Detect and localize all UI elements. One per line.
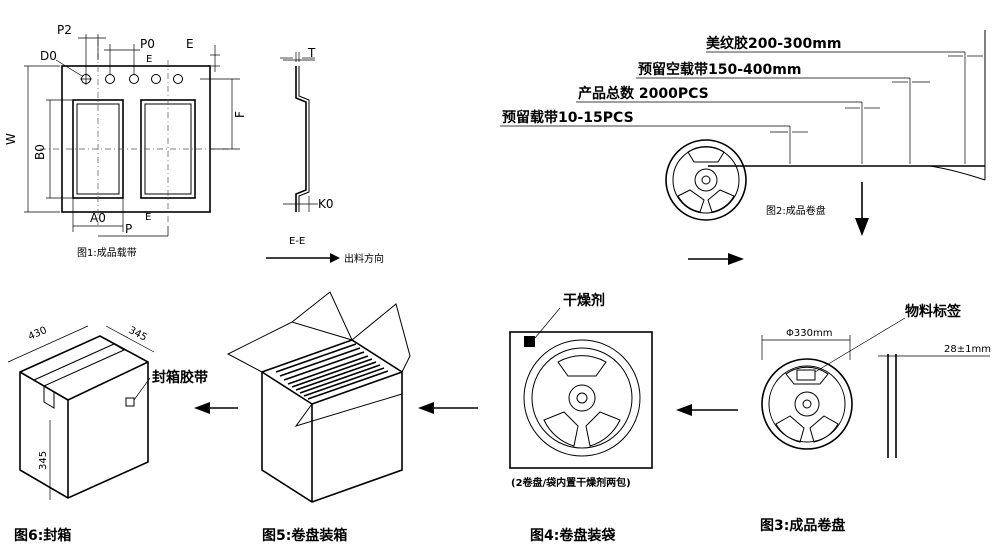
fig3-caption: 图3:成品卷盘 xyxy=(760,517,845,534)
label-leader-tape: 美纹胶200-300mm xyxy=(706,35,841,52)
label-dim-430: 430 xyxy=(27,325,49,343)
left-arrow-icon-2 xyxy=(418,402,434,414)
fig6-caption: 图6:封箱 xyxy=(14,527,71,544)
sprocket-hole xyxy=(151,74,161,84)
fig5-caption: 图5:卷盘装箱 xyxy=(262,527,347,544)
stacked-reels xyxy=(275,343,389,400)
label-sealing-tape: 封箱胶带 xyxy=(152,369,208,386)
reel-outer-3 xyxy=(761,358,853,450)
sealing-tape xyxy=(32,343,126,387)
tape-outline xyxy=(61,65,211,213)
label-p: P xyxy=(125,222,132,236)
section-view: T K0 E-E 出料方向 xyxy=(266,46,384,265)
material-label xyxy=(796,369,816,381)
feed-direction-arrow-icon xyxy=(330,253,340,263)
label-p2: P2 xyxy=(57,23,72,37)
down-arrow-icon xyxy=(855,218,869,236)
bag-outline xyxy=(509,331,653,469)
label-d0: D0 xyxy=(40,49,57,63)
label-f: F xyxy=(233,111,247,118)
section-profile xyxy=(295,66,307,212)
reel-outer xyxy=(665,139,747,221)
fig5-box: 图5:卷盘装箱 xyxy=(194,291,411,544)
fig2-reel-leader: 美纹胶200-300mm 预留空载带150-400mm 产品总数 2000PCS… xyxy=(500,30,986,265)
label-e-top: E xyxy=(186,37,194,51)
label-bag-note: (2卷盘/袋内置干燥剂两包) xyxy=(511,476,631,489)
bag-reel-outer xyxy=(523,339,641,457)
sprocket-hole xyxy=(105,74,115,84)
label-w: W xyxy=(4,133,18,145)
fig6-sealed-box: 封箱胶带 430 345 345 图6:封箱 xyxy=(7,325,208,544)
fig1-carrier-tape: P2 P0 E E D0 W B0 F A0 P E 图1:成品载带 xyxy=(4,23,247,259)
right-arrow-icon xyxy=(728,253,744,265)
label-e-side: E xyxy=(146,54,152,65)
fig4-bag: 干燥剂 (2卷盘/袋内置干燥剂两包) 图4:卷盘装袋 xyxy=(418,292,653,544)
label-t: T xyxy=(307,46,316,60)
label-total: 产品总数 2000PCS xyxy=(578,85,709,102)
left-arrow-icon-3 xyxy=(194,402,210,414)
label-p0: P0 xyxy=(140,37,155,51)
label-trailer-tape: 预留空载带150-400mm xyxy=(638,61,801,78)
label-b0: B0 xyxy=(33,144,47,160)
label-a0: A0 xyxy=(90,211,106,225)
fig3-reel-label: Φ330mm 物料标签 28±1mm 图3:成品卷盘 xyxy=(676,303,991,534)
fig2-caption: 图2:成品卷盘 xyxy=(766,204,826,217)
label-leader-carrier: 预留载带10-15PCS xyxy=(502,109,634,126)
fig1-caption: 图1:成品载带 xyxy=(77,247,137,259)
sprocket-hole xyxy=(173,74,183,84)
label-width: 28±1mm xyxy=(944,344,991,355)
label-diameter: Φ330mm xyxy=(786,328,832,339)
label-e-bottom: E xyxy=(145,212,151,223)
label-dim-345-side: 345 xyxy=(38,451,49,470)
label-section-cut: E-E xyxy=(289,236,305,247)
box-body xyxy=(261,339,403,503)
label-feed-direction: 出料方向 xyxy=(344,252,384,265)
sprocket-hole xyxy=(129,74,139,84)
fig4-caption: 图4:卷盘装袋 xyxy=(530,527,616,544)
label-desiccant: 干燥剂 xyxy=(563,292,605,309)
label-k0: K0 xyxy=(318,197,334,211)
sealed-box-body xyxy=(19,335,149,499)
left-arrow-icon xyxy=(676,404,692,416)
label-dim-345-top: 345 xyxy=(127,325,149,344)
label-material-tag: 物料标签 xyxy=(905,303,962,320)
desiccant-square xyxy=(524,336,535,347)
